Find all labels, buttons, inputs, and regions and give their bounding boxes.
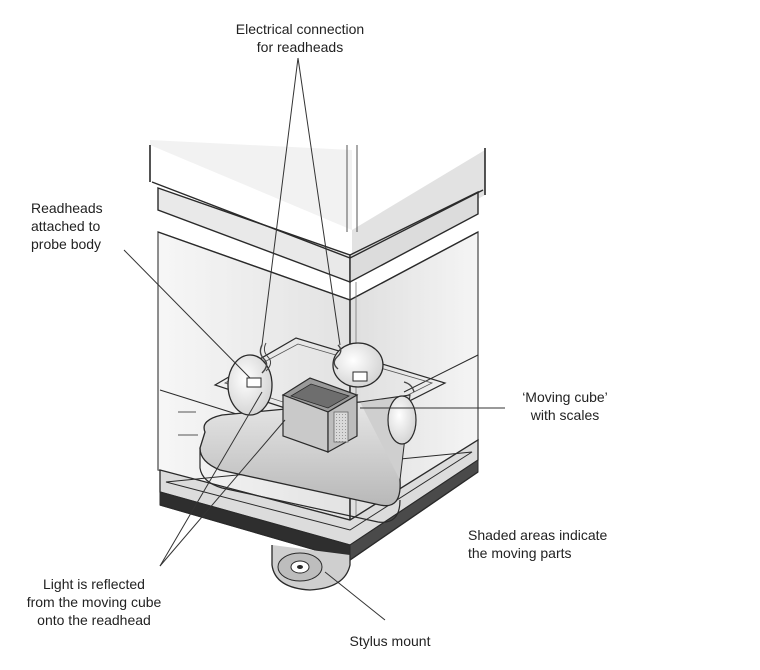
label-readheads: Readheads attached to probe body [31, 199, 141, 253]
label-light-line3: onto the readhead [37, 612, 151, 628]
leader-electrical-right [297, 57, 341, 346]
label-stylus-line1: Stylus mount [349, 633, 431, 649]
label-light-line2: from the moving cube [26, 594, 162, 610]
label-shaded-line1: Shaded areas indicate [468, 527, 608, 543]
label-readheads-line3: probe body [31, 236, 102, 252]
label-moving-cube: ‘Moving cube’ with scales [505, 388, 625, 424]
leader-stylus [324, 571, 386, 621]
readhead-left-disc [227, 342, 273, 416]
probe-base [159, 438, 479, 561]
moving-cube-shaded [281, 377, 359, 454]
leader-light-left [159, 391, 263, 567]
label-light-line1: Light is reflected [43, 576, 145, 592]
label-moving-cube-line1: ‘Moving cube’ [522, 389, 608, 405]
leader-readheads [123, 249, 251, 379]
stylus-mount [271, 545, 351, 591]
leader-lines [123, 57, 505, 621]
leader-light-right [159, 419, 286, 567]
leader-electrical-left [261, 57, 299, 346]
label-stylus-mount: Stylus mount [330, 632, 450, 650]
label-electrical-connection: Electrical connection for readheads [208, 20, 392, 56]
label-readheads-line2: attached to [31, 218, 101, 234]
label-moving-cube-line2: with scales [530, 407, 600, 423]
label-light-reflected: Light is reflected from the moving cube … [14, 575, 174, 629]
label-readheads-line1: Readheads [31, 200, 103, 216]
probe-collar-band [151, 181, 484, 301]
label-electrical-line1: Electrical connection [235, 21, 365, 37]
label-shaded-areas: Shaded areas indicate the moving parts [468, 526, 638, 562]
label-shaded-line2: the moving parts [468, 545, 572, 561]
readhead-center-disc [332, 342, 384, 388]
label-electrical-line2: for readheads [256, 39, 344, 55]
